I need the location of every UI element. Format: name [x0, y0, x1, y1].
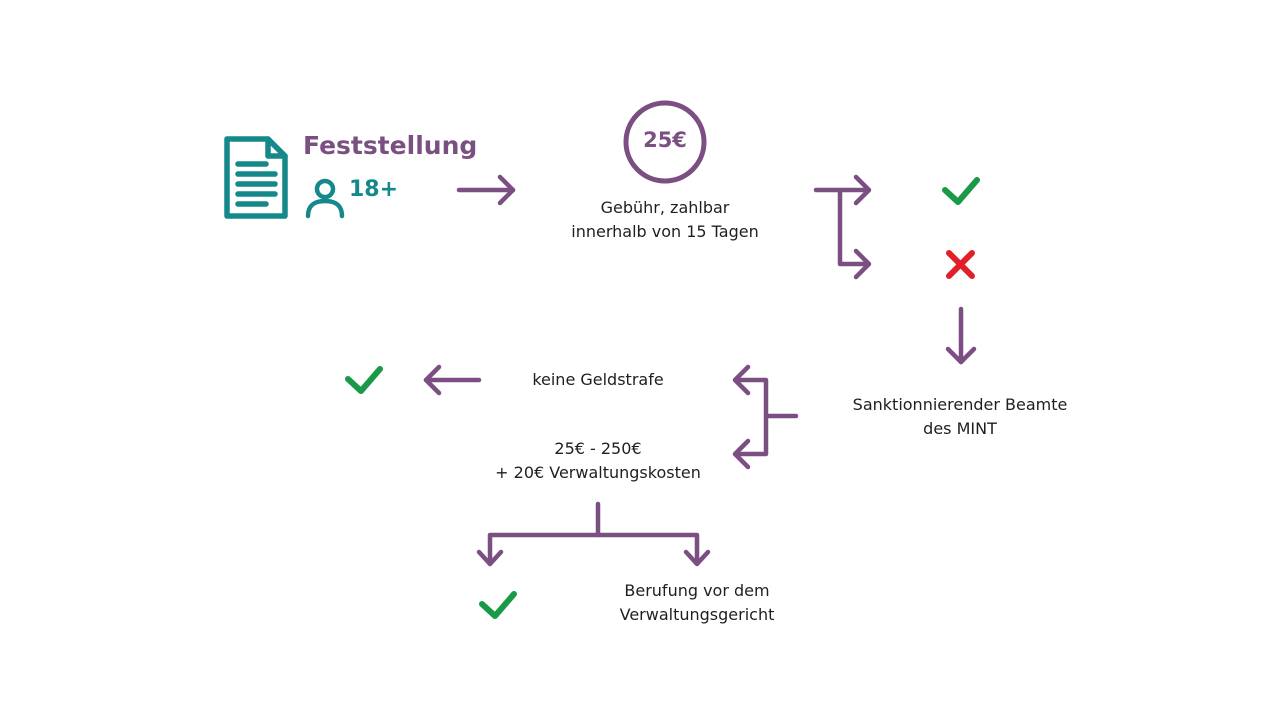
officer-label-line-1: Sanktionnierender Beamte: [852, 395, 1068, 414]
arrow-down-to-officer: [945, 306, 977, 365]
arrow-officer-split: [732, 364, 799, 470]
fee-circle: [623, 100, 707, 184]
check-icon: [942, 177, 980, 205]
arrow-fee-split: [813, 174, 872, 280]
fee-amount: 25€: [643, 128, 687, 152]
arrow-fine-split: [476, 501, 711, 567]
officer-label: Sanktionnierender Beamte des MINT: [820, 393, 1100, 441]
fine-range-label: 25€ - 250€ + 20€ Verwaltungskosten: [458, 437, 738, 485]
fine-range-line-2: + 20€ Verwaltungskosten: [495, 463, 701, 482]
cross-icon: [946, 250, 975, 279]
document-icon: [224, 136, 288, 219]
no-fine-label: keine Geldstrafe: [498, 368, 698, 392]
age-label: 18+: [349, 177, 399, 202]
appeal-label-line-2: Verwaltungsgericht: [619, 605, 775, 624]
diagram-title: Feststellung: [303, 131, 478, 160]
person-icon: [305, 178, 345, 219]
appeal-label: Berufung vor dem Verwaltungsgericht: [577, 579, 817, 627]
appeal-label-line-1: Berufung vor dem: [624, 581, 770, 600]
no-fine-text: keine Geldstrafe: [532, 370, 664, 389]
check-icon: [345, 366, 383, 394]
fee-description-line-2: innerhalb von 15 Tagen: [571, 222, 759, 241]
fine-range-line-1: 25€ - 250€: [554, 439, 642, 458]
check-icon: [479, 591, 517, 619]
arrow-to-no-fine-check: [423, 364, 482, 396]
arrow-to-fee: [456, 174, 516, 206]
officer-label-line-2: des MINT: [923, 419, 997, 438]
fee-description: Gebühr, zahlbar innerhalb von 15 Tagen: [540, 196, 790, 244]
fee-description-line-1: Gebühr, zahlbar: [600, 198, 730, 217]
